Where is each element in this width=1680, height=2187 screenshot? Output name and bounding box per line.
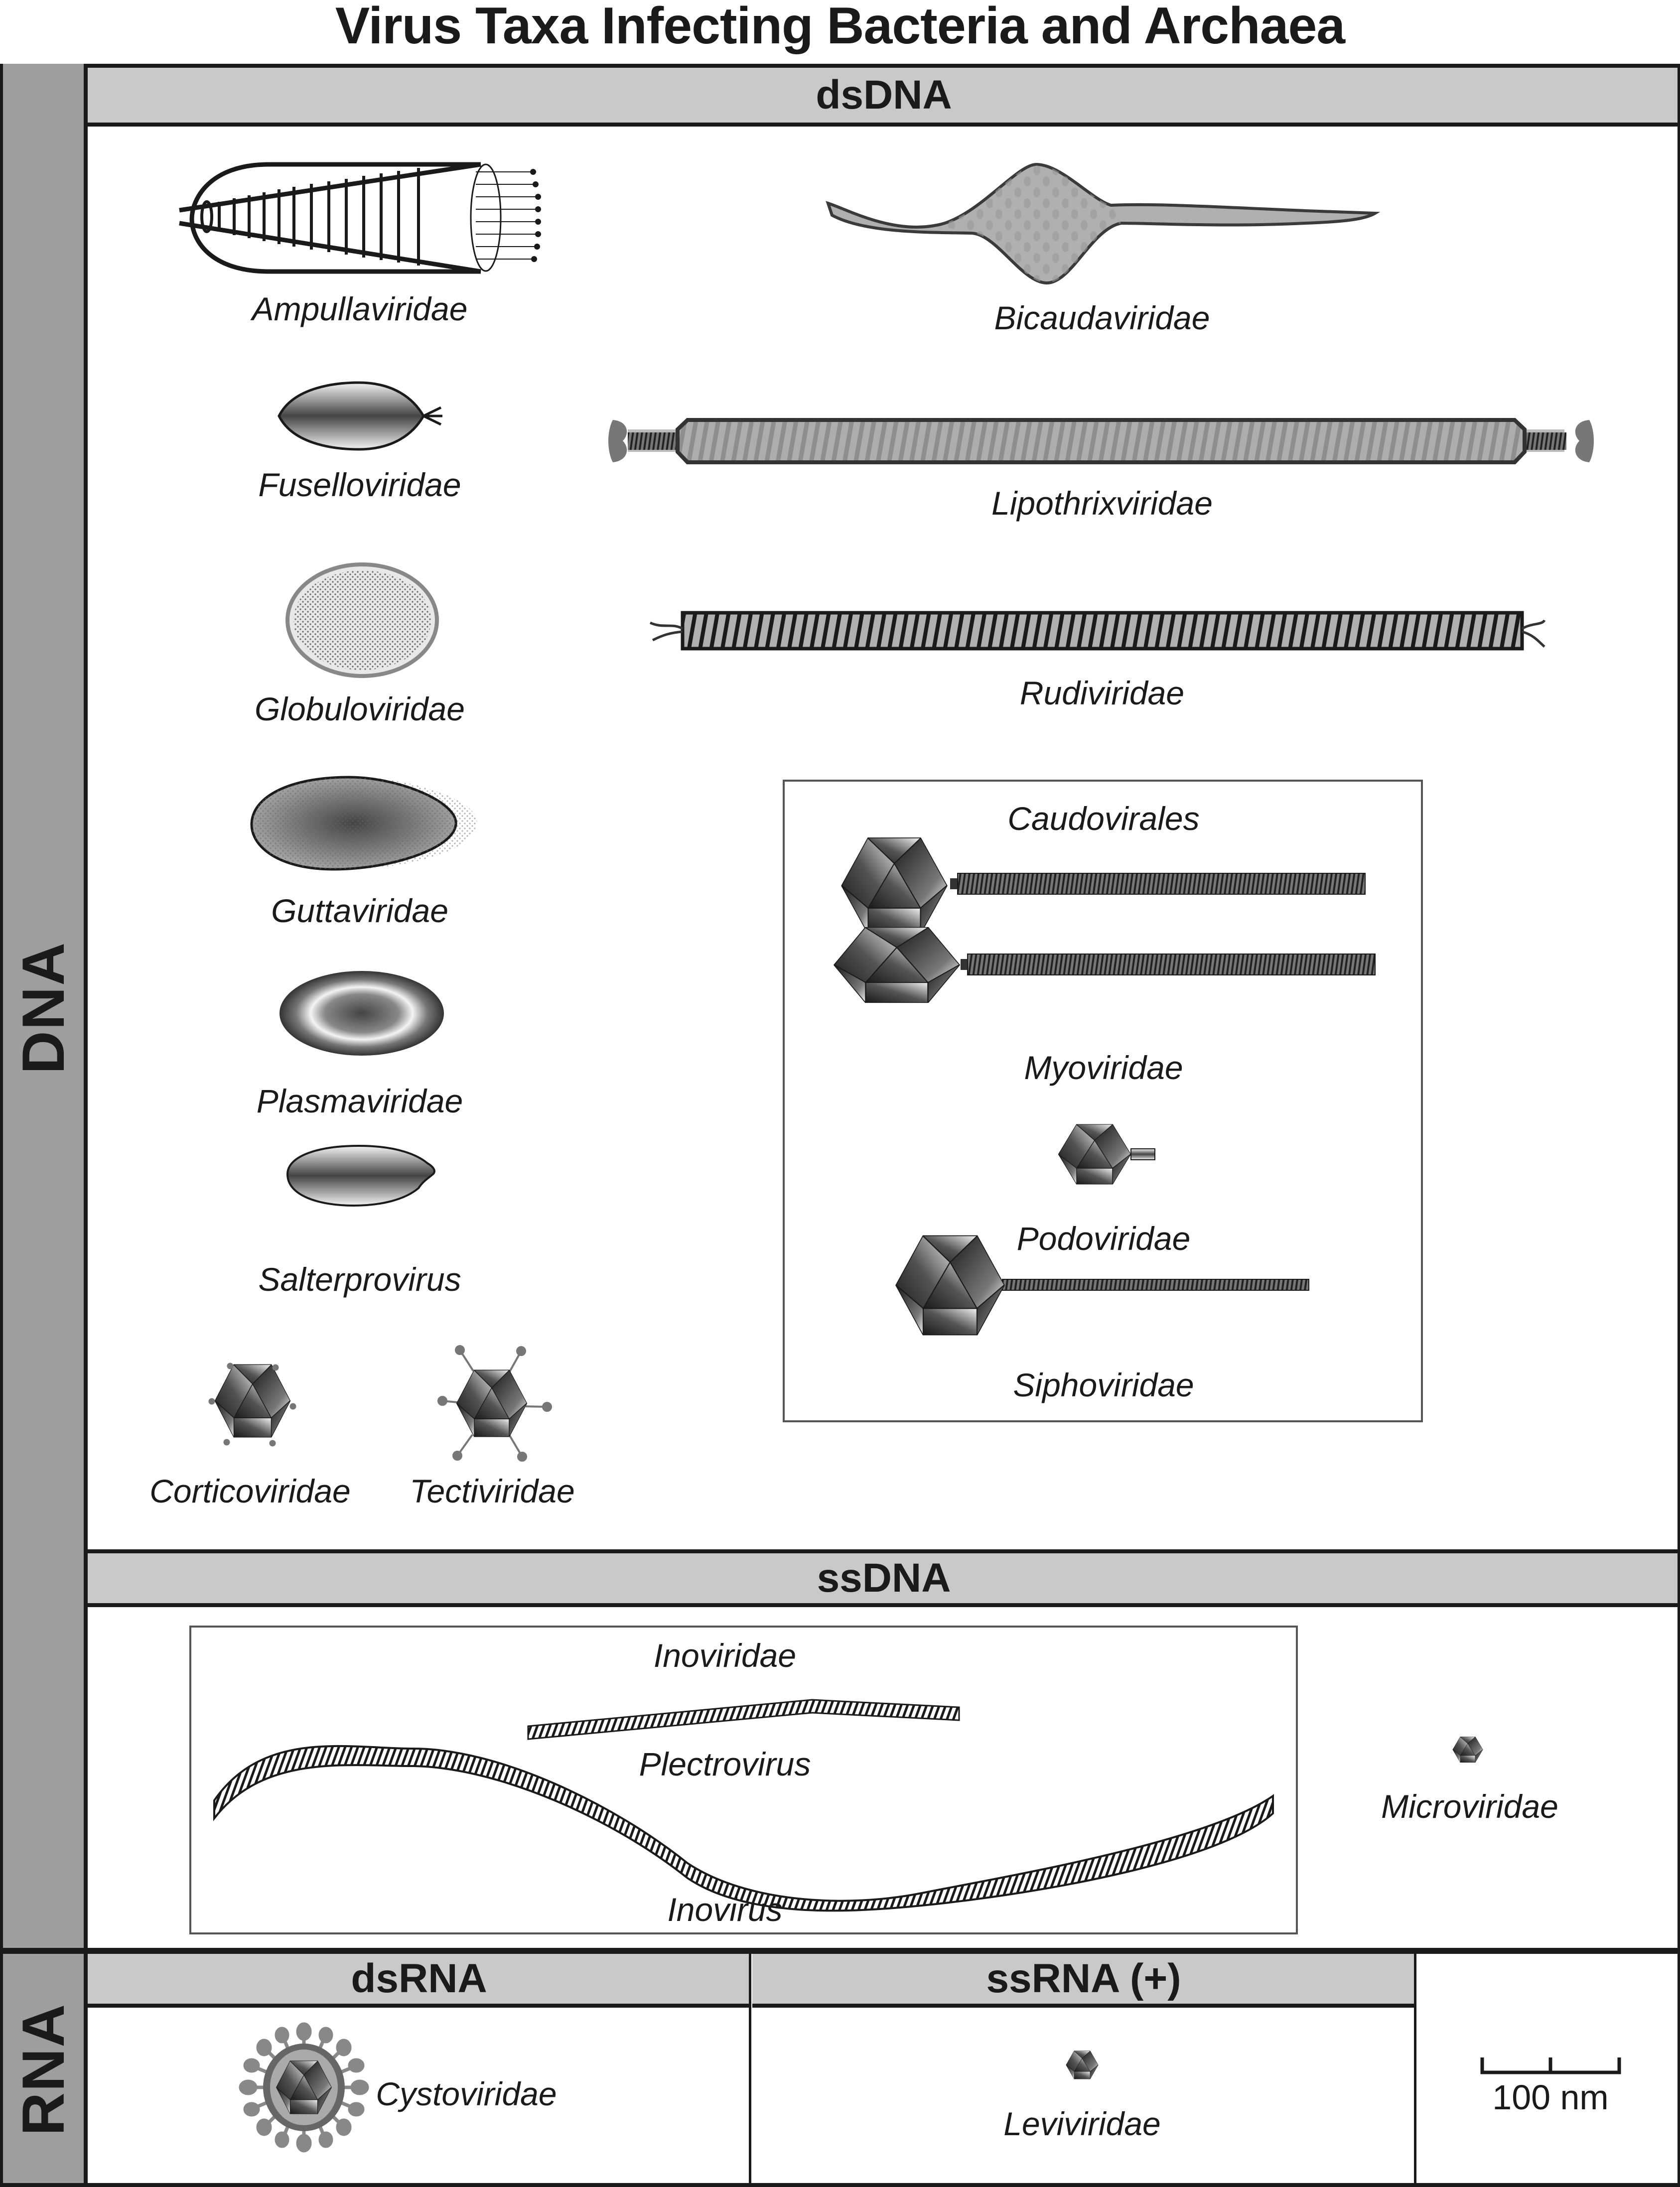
label-siphoviridae: Siphoviridae	[1013, 1367, 1194, 1403]
label-guttaviridae: Guttaviridae	[271, 892, 448, 929]
bicaudaviridae-texture	[937, 164, 1121, 283]
table-bottom-border	[0, 2183, 1680, 2187]
rudiviridae-illustration	[649, 611, 1546, 651]
taxonomy-table: DNA RNA dsDNA ssDNA dsRNA ssRNA (+)	[0, 64, 1680, 2187]
ssdna-header-text: ssDNA	[817, 1555, 951, 1601]
inovirus-illustration	[213, 1745, 1274, 1912]
podoviridae-illustration	[1058, 1124, 1155, 1185]
cystoviridae-illustration	[239, 2022, 369, 2153]
siphoviridae-illustration	[895, 1235, 1309, 1336]
scale-bar-graphic	[1480, 2057, 1621, 2074]
label-myoviridae: Myoviridae	[1024, 1049, 1183, 1086]
label-globuloviridae: Globuloviridae	[255, 690, 465, 727]
myoviridae-illustration-2	[834, 927, 1376, 1003]
label-salterprovirus: Salterprovirus	[258, 1261, 461, 1298]
rna-column-divider	[749, 1954, 751, 2187]
caudovirales-group-box	[783, 780, 1423, 1422]
label-microviridae: Microviridae	[1381, 1788, 1558, 1825]
tectiviridae-spikes	[437, 1345, 552, 1462]
label-fuselloviridae: Fuselloviridae	[258, 466, 461, 503]
dsrna-header-text: dsRNA	[351, 1956, 487, 2001]
salterprovirus-illustration	[286, 1144, 435, 1207]
scale-bar-label: 100 nm	[1492, 2078, 1609, 2117]
dna-side-label: DNA	[0, 64, 88, 1952]
inoviridae-group-box	[189, 1626, 1298, 1934]
label-bicaudaviridae: Bicaudaviridae	[994, 299, 1210, 336]
plasmaviridae-illustration	[280, 971, 444, 1056]
label-leviviridae: Leviviridae	[1003, 2105, 1161, 2142]
lipothrixviridae-illustration	[608, 418, 1594, 464]
microviridae-illustration	[1452, 1737, 1483, 1763]
label-ampullaviridae: Ampullaviridae	[252, 290, 468, 327]
dsrna-header: dsRNA	[88, 1954, 750, 2008]
corticoviridae-spikes	[208, 1363, 296, 1447]
label-lipothrixviridae: Lipothrixviridae	[991, 485, 1213, 522]
label-podoviridae: Podoviridae	[1016, 1220, 1191, 1257]
corticoviridae-illustration	[214, 1364, 291, 1438]
rna-side-label: RNA	[0, 1952, 88, 2187]
tectiviridae-illustration	[456, 1369, 528, 1437]
label-plectrovirus: Plectrovirus	[639, 1746, 811, 1782]
figure-title: Virus Taxa Infecting Bacteria and Archae…	[335, 0, 1345, 55]
label-tectiviridae: Tectiviridae	[410, 1473, 575, 1509]
ampullaviridae-illustration	[179, 162, 502, 274]
label-caudovirales: Caudovirales	[1007, 800, 1200, 837]
ssrna-header-text: ssRNA (+)	[986, 1956, 1181, 2001]
guttaviridae-illustration	[250, 776, 477, 871]
plectrovirus-illustration	[527, 1699, 960, 1740]
label-inovirus: Inovirus	[667, 1891, 783, 1928]
label-inoviridae: Inoviridae	[653, 1637, 797, 1674]
ampullaviridae-filaments	[476, 169, 541, 262]
label-plasmaviridae: Plasmaviridae	[256, 1083, 463, 1119]
scale-column-divider	[1414, 1954, 1416, 2187]
label-corticoviridae: Corticoviridae	[149, 1473, 351, 1509]
dsdna-header: dsDNA	[88, 64, 1680, 127]
leviviridae-illustration	[1066, 2050, 1099, 2079]
fuselloviridae-illustration	[278, 381, 442, 451]
label-cystoviridae: Cystoviridae	[376, 2075, 557, 2112]
globuloviridae-illustration	[285, 562, 439, 678]
dna-rna-divider	[0, 1948, 1680, 1954]
myoviridae-illustration-1	[841, 837, 1366, 934]
dsdna-header-text: dsDNA	[816, 72, 952, 118]
label-rudiviridae: Rudiviridae	[1019, 675, 1185, 711]
table-right-border	[1678, 64, 1680, 2187]
ssdna-header: ssDNA	[88, 1549, 1680, 1607]
ssrna-header: ssRNA (+)	[752, 1954, 1415, 2008]
